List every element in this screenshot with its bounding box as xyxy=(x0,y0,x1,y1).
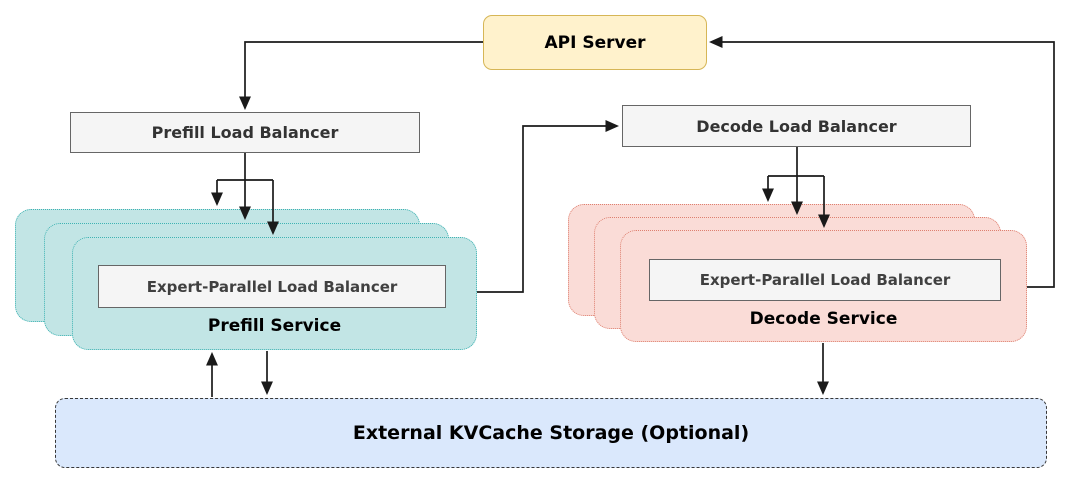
external-kvcache-storage-box: External KVCache Storage (Optional) xyxy=(55,398,1047,468)
api-server-box: API Server xyxy=(483,15,707,70)
decode-expert-parallel-load-balancer: Expert-Parallel Load Balancer xyxy=(649,259,1001,301)
decode-service-label: Decode Service xyxy=(749,309,898,329)
decode-load-balancer-box: Decode Load Balancer xyxy=(622,105,971,147)
prefill-load-balancer-box: Prefill Load Balancer xyxy=(70,112,420,153)
decode-service-box: Expert-Parallel Load Balancer Decode Ser… xyxy=(620,230,1027,342)
prefill-expert-parallel-load-balancer: Expert-Parallel Load Balancer xyxy=(98,265,446,308)
edge-api-to-prefill-lb xyxy=(239,41,483,111)
prefill-service-label: Prefill Service xyxy=(207,316,342,336)
prefill-service-box: Expert-Parallel Load Balancer Prefill Se… xyxy=(72,237,477,350)
